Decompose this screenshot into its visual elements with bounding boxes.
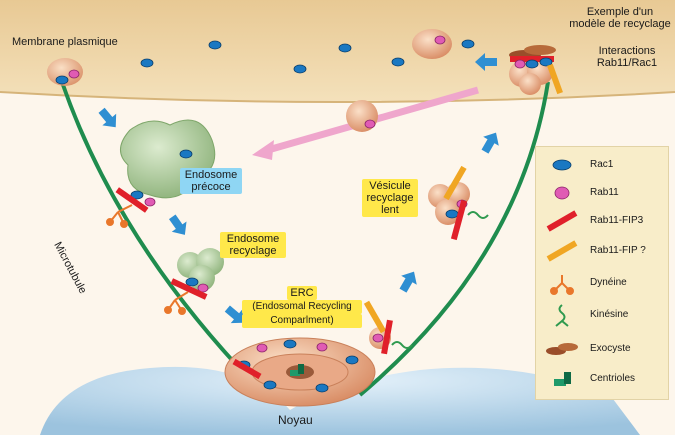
rac1-icon: [445, 209, 459, 219]
early-endosome-line-2: précoce: [191, 181, 231, 193]
rac1-icon: [525, 59, 539, 69]
legend-item-centrioles: Centrioles: [536, 367, 668, 391]
legend-label: Rab11-FIP3: [590, 215, 644, 226]
rab11-fip3-icon: [115, 187, 149, 213]
rab11-fip3-icon: [232, 358, 262, 380]
title-line-1: Exemple d'un: [586, 6, 654, 18]
rab11-fip3-icon: [450, 199, 468, 241]
rab11-icon: [364, 119, 376, 129]
legend-item-exocyst: Exocyste: [536, 337, 668, 361]
rac1-icon: [179, 149, 193, 159]
legend-item-dynein: Dynéine: [536, 271, 668, 295]
rac1-icon: [55, 75, 69, 85]
dynein-icon: [106, 204, 133, 228]
rab11-icon: [372, 333, 384, 343]
rac1-icon: [293, 64, 307, 74]
recycling-endosome-line-1: Endosome: [226, 233, 280, 245]
erc-line-2: (Endosomal Recycling: [242, 300, 362, 314]
legend-item-rab11-fip: Rab11-FIP ?: [536, 239, 668, 263]
erc-line-3: Comparlment): [242, 314, 362, 328]
interactions-label: Interactions Rab11/Rac1: [582, 45, 672, 69]
erc-label: ERC (Endosomal Recycling Comparlment): [242, 286, 362, 328]
microtubule-right: [358, 81, 550, 397]
interactions-line-2: Rab11/Rac1: [596, 57, 658, 69]
rac1-icon: [345, 355, 359, 365]
dynein-icon: [164, 291, 189, 315]
rab11-fip3-icon: [170, 278, 208, 300]
legend-label: Exocyste: [590, 343, 631, 354]
kinesin-icon: [555, 304, 569, 327]
legend-item-rab11: Rab11: [536, 181, 668, 205]
rab11-icon: [514, 59, 526, 69]
rab11-fip3-icon: [510, 56, 554, 62]
rab11-fip-icon: [546, 240, 578, 262]
fast-recycling-vesicle: [346, 100, 378, 132]
recycling-endosome: [164, 248, 224, 315]
rab11-fip-icon: [363, 300, 387, 334]
rab11-fip3-icon: [546, 210, 578, 232]
early-endosome-line-1: Endosome: [184, 169, 238, 181]
rac1-icon: [315, 383, 329, 393]
endocytic-pit: [47, 58, 83, 86]
interactions-line-1: Interactions: [598, 45, 656, 57]
rab11-icon: [434, 35, 446, 45]
rab11-icon: [316, 342, 328, 352]
rac1-icon: [263, 380, 277, 390]
slow-vesicle-line-1: Vésicule: [369, 180, 411, 192]
legend-label: Rac1: [590, 159, 614, 170]
rab11-fip-icon: [443, 165, 467, 201]
slow-recycling-vesicle: [428, 165, 489, 241]
erc-exit-vesicle: [363, 300, 413, 355]
rab11-fip-icon: [547, 63, 563, 95]
centrioles-icon: [554, 372, 571, 386]
rac1-icon: [552, 159, 572, 171]
kinesin-icon: [391, 341, 413, 349]
legend-label: Centrioles: [590, 373, 636, 384]
legend-label: Dynéine: [590, 277, 627, 288]
recycling-endosome-line-2: recyclage: [229, 245, 277, 257]
endosomal-recycling-compartment: [224, 337, 376, 407]
recycling-pink-arrowhead: [252, 140, 274, 160]
rab11-icon: [256, 343, 268, 353]
rac1-icon: [391, 57, 405, 67]
diagram-title: Exemple d'un modèle de recyclage: [568, 6, 672, 30]
dynein-icon: [550, 275, 574, 295]
rac1-icon: [283, 339, 297, 349]
rac1-icon: [140, 58, 154, 68]
nucleus-label: Noyau: [278, 413, 313, 427]
erc-line-1: ERC: [287, 286, 317, 300]
kinesin-icon: [467, 211, 489, 219]
legend-item-rab11-fip3: Rab11-FIP3: [536, 209, 668, 233]
exocyst-icon: [546, 343, 578, 355]
membrane-edge: [0, 91, 675, 103]
membrane-label: Membrane plasmique: [12, 36, 118, 48]
rab11-icon: [144, 197, 156, 207]
exocyst-icon: [524, 45, 556, 55]
early-endosome-label: Endosome précoce: [180, 168, 242, 194]
rac1-icon: [185, 277, 199, 287]
legend-item-kinesin: Kinésine: [536, 303, 668, 327]
title-line-2: modèle de recyclage: [569, 18, 671, 30]
legend: Rac1 Rab11 Rab11-FIP3 Rab11-FIP ? Dynéin…: [535, 146, 669, 400]
fused-vesicle: [412, 29, 452, 59]
rac1-icon: [208, 40, 222, 50]
legend-item-rac1: Rac1: [536, 153, 668, 177]
slow-vesicle-line-2: recyclage: [366, 192, 414, 204]
rab11-icon: [68, 69, 80, 79]
legend-label: Kinésine: [590, 309, 629, 320]
exocyst-complex: [509, 45, 563, 95]
slow-vesicle-label: Vésicule recyclage lent: [362, 179, 418, 217]
rab11-fip3-icon: [381, 319, 393, 355]
centrioles-icon: [290, 364, 304, 376]
legend-label: Rab11: [590, 187, 619, 198]
plasma-membrane: [0, 0, 675, 102]
rac1-icon: [338, 43, 352, 53]
rab11-icon: [554, 186, 570, 200]
rac1-icon: [461, 39, 475, 49]
legend-label: Rab11-FIP ?: [590, 245, 646, 256]
slow-vesicle-line-3: lent: [381, 204, 399, 216]
recycling-endosome-label: Endosome recyclage: [220, 232, 286, 258]
